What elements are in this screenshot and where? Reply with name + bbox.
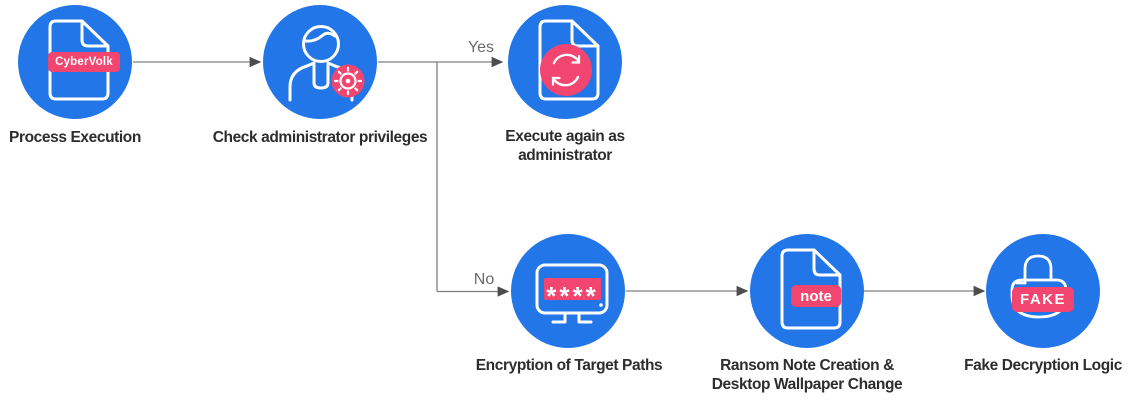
node-label-ransom-note: Ransom Note Creation & Desktop Wallpaper… xyxy=(711,357,903,393)
fake-badge: FAKE xyxy=(1011,287,1075,312)
node-label-check-admin: Check administrator privileges xyxy=(212,129,428,146)
node-encryption-target-paths: **** xyxy=(511,234,625,348)
node-label-execute-again: Execute again as administrator xyxy=(505,128,625,164)
document-icon xyxy=(780,248,842,330)
process-execution-circle: CyberVolk xyxy=(18,5,132,119)
password-monitor-icon xyxy=(535,263,609,324)
node-process-execution: CyberVolk xyxy=(18,5,132,119)
refresh-badge-circle xyxy=(540,44,592,96)
node-fake-decryption: FAKE xyxy=(986,234,1100,348)
node-label-fake-decryption: Fake Decryption Logic xyxy=(964,357,1122,374)
password-mask-text: **** xyxy=(546,281,599,300)
check-admin-circle xyxy=(263,5,377,119)
cybervolk-badge: CyberVolk xyxy=(48,52,120,72)
branch-label-no: No xyxy=(473,271,495,288)
node-ransom-note: note xyxy=(750,234,864,348)
document-refresh-icon xyxy=(538,19,600,101)
node-label-encryption: Encryption of Target Paths xyxy=(475,357,663,374)
node-label-process-execution: Process Execution xyxy=(9,129,141,146)
user-gear-icon xyxy=(288,25,365,102)
unlocked-padlock-icon xyxy=(1010,254,1068,319)
ransom-note-circle: note xyxy=(750,234,864,348)
fake-decryption-circle: FAKE xyxy=(986,234,1100,348)
note-badge: note xyxy=(791,285,841,307)
password-field: **** xyxy=(544,278,601,300)
branch-label-yes: Yes xyxy=(467,39,495,56)
execute-again-circle xyxy=(508,5,622,119)
node-execute-again-admin xyxy=(508,5,622,119)
encryption-circle: **** xyxy=(511,234,625,348)
document-icon xyxy=(48,19,110,101)
node-check-admin-privileges xyxy=(263,5,377,119)
